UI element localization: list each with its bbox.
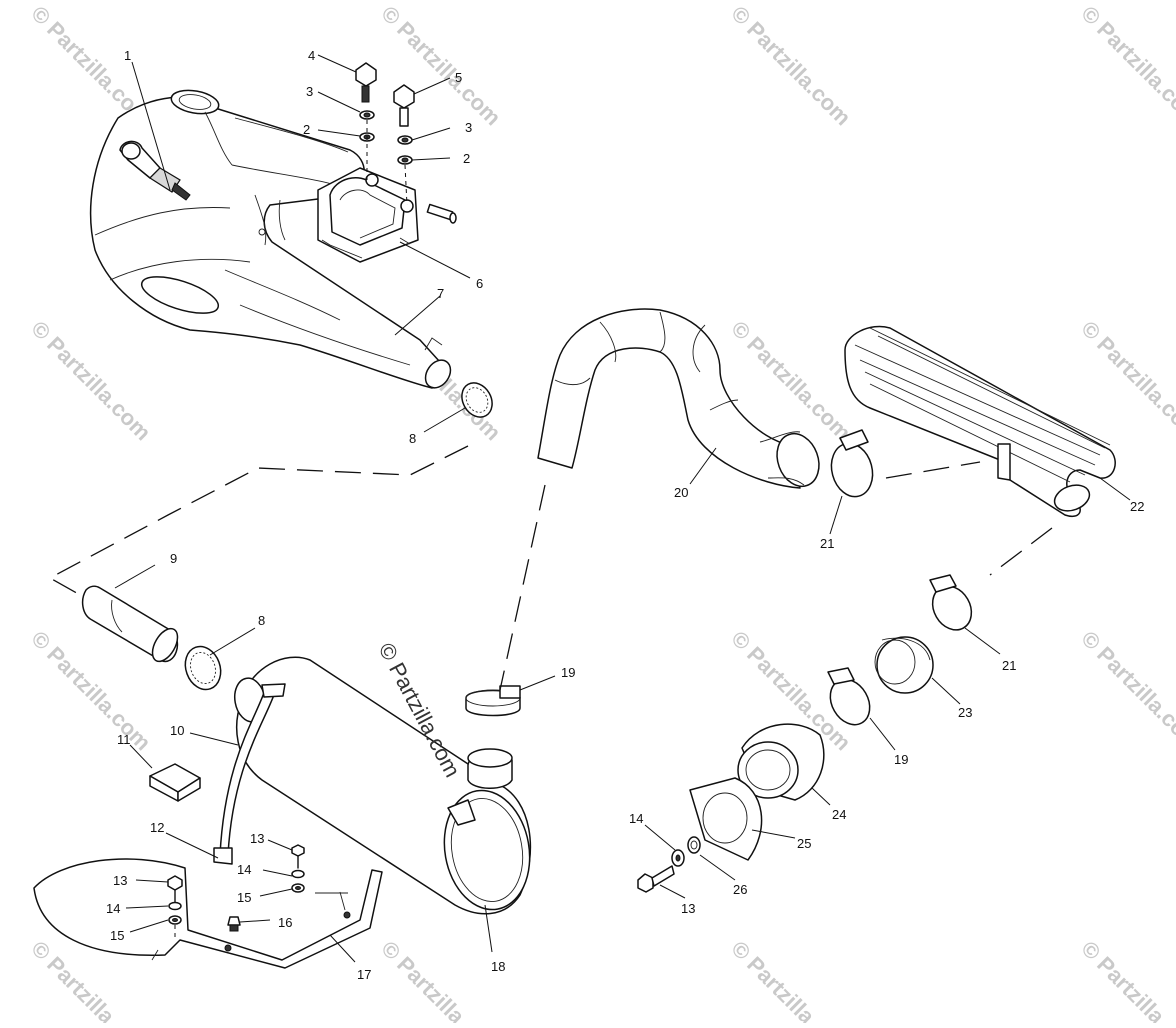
callout-15: 15 [237,890,251,905]
outlet-gasket [689,777,763,861]
muffler-bracket [33,858,383,969]
callout-11: 11 [117,732,131,747]
callout-21: 21 [820,536,834,551]
callout-14: 14 [237,862,251,877]
clamp-ring-upper [461,382,493,418]
callout-9: 9 [170,551,177,566]
callout-26: 26 [733,882,747,897]
leader-lines [114,54,1131,963]
watermark: © Partzilla.com [726,1,855,130]
callout-14: 14 [106,901,120,916]
callout-13: 13 [250,831,264,846]
callout-23: 23 [958,705,972,720]
callout-5: 5 [455,70,462,85]
rubber-coupler [874,636,934,694]
watermark: © Partzilla.com [1076,936,1176,1023]
callout-22: 22 [1130,499,1144,514]
callout-2: 2 [463,151,470,166]
strap [213,683,286,865]
hose-clamp-19-lower [827,667,871,726]
exhaust-hose [537,308,820,489]
callout-16: 16 [278,915,292,930]
callout-3: 3 [306,84,313,99]
callout-8: 8 [409,431,416,446]
callout-7: 7 [437,286,444,301]
watermark: © Partzilla.com [376,936,505,1023]
callout-labels: 1 4 5 3 3 2 2 6 7 8 9 8 10 11 12 13 14 1… [106,48,1144,982]
callout-15: 15 [110,928,124,943]
watermark: © Partzilla.com [726,936,855,1023]
callout-17: 17 [357,967,371,982]
callout-19: 19 [561,665,575,680]
callout-4: 4 [308,48,315,63]
sensor-fitting [119,140,191,201]
hose-clamp-21-lower [929,574,973,631]
callout-24: 24 [832,807,846,822]
callout-20: 20 [674,485,688,500]
callout-6: 6 [476,276,483,291]
callout-1: 1 [124,48,131,63]
connection-lines [48,445,1053,691]
outlet-fasteners [637,836,701,893]
exhaust-manifold [317,167,457,263]
hose-clamp-upper [465,685,521,717]
watermark: © Partzilla.com [26,316,155,445]
watermark: © Partzilla.com [1076,1,1176,130]
watermark: © Partzilla.com [1076,626,1176,755]
callout-19: 19 [894,752,908,767]
pad [149,763,201,802]
callout-3: 3 [465,120,472,135]
hose-clamp-21-upper [830,429,874,498]
exhaust-outlet [737,723,825,801]
expansion-chamber [844,325,1116,517]
callout-18: 18 [491,959,505,974]
callout-8: 8 [258,613,265,628]
callout-14: 14 [629,811,643,826]
watermark: © Partzilla.com [376,1,505,130]
clamp-ring-lower [184,645,222,691]
callout-13: 13 [681,901,695,916]
callout-13: 13 [113,873,127,888]
callout-2: 2 [303,122,310,137]
manifold-hardware [355,62,415,206]
callout-12: 12 [150,820,164,835]
bracket-fasteners [167,844,305,938]
callout-21: 21 [1002,658,1016,673]
coupler-tube [81,585,179,663]
callout-25: 25 [797,836,811,851]
callout-10: 10 [170,723,184,738]
watermark: © Partzilla.com [1076,316,1176,445]
